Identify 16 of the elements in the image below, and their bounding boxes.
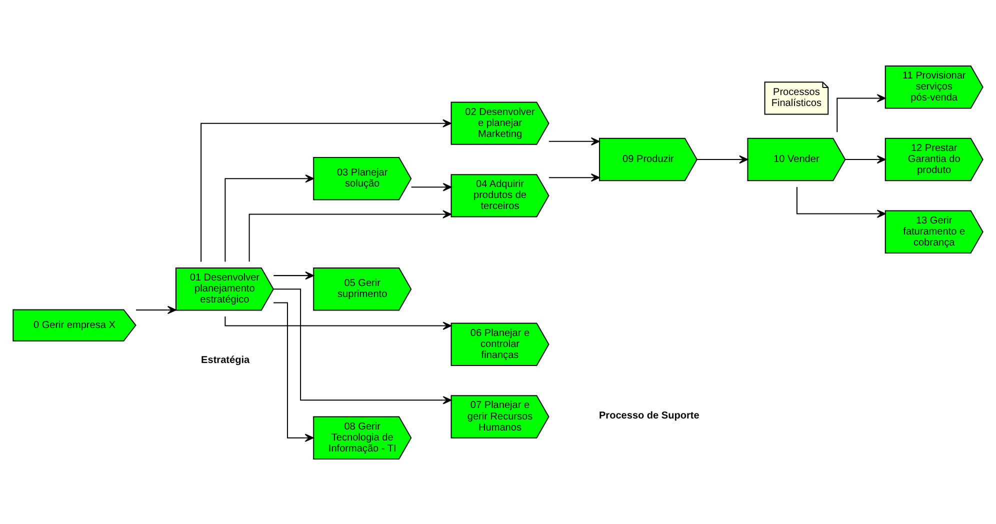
- label: Processo de Suporte: [598, 410, 700, 421]
- arrow: [136, 305, 176, 314]
- arrow: [274, 288, 452, 404]
- arrow: [845, 154, 886, 164]
- arrow: [274, 302, 314, 442]
- arrow: [548, 172, 600, 182]
- arrow: [697, 154, 748, 164]
- arrow: [548, 136, 600, 146]
- label: Estratégia: [201, 354, 250, 366]
- arrow: [411, 182, 452, 191]
- arrow: [836, 94, 886, 132]
- arrow: [224, 174, 314, 262]
- arrow: [274, 270, 314, 280]
- arrow: [200, 118, 452, 262]
- arrow: [796, 186, 886, 218]
- arrow: [248, 210, 452, 262]
